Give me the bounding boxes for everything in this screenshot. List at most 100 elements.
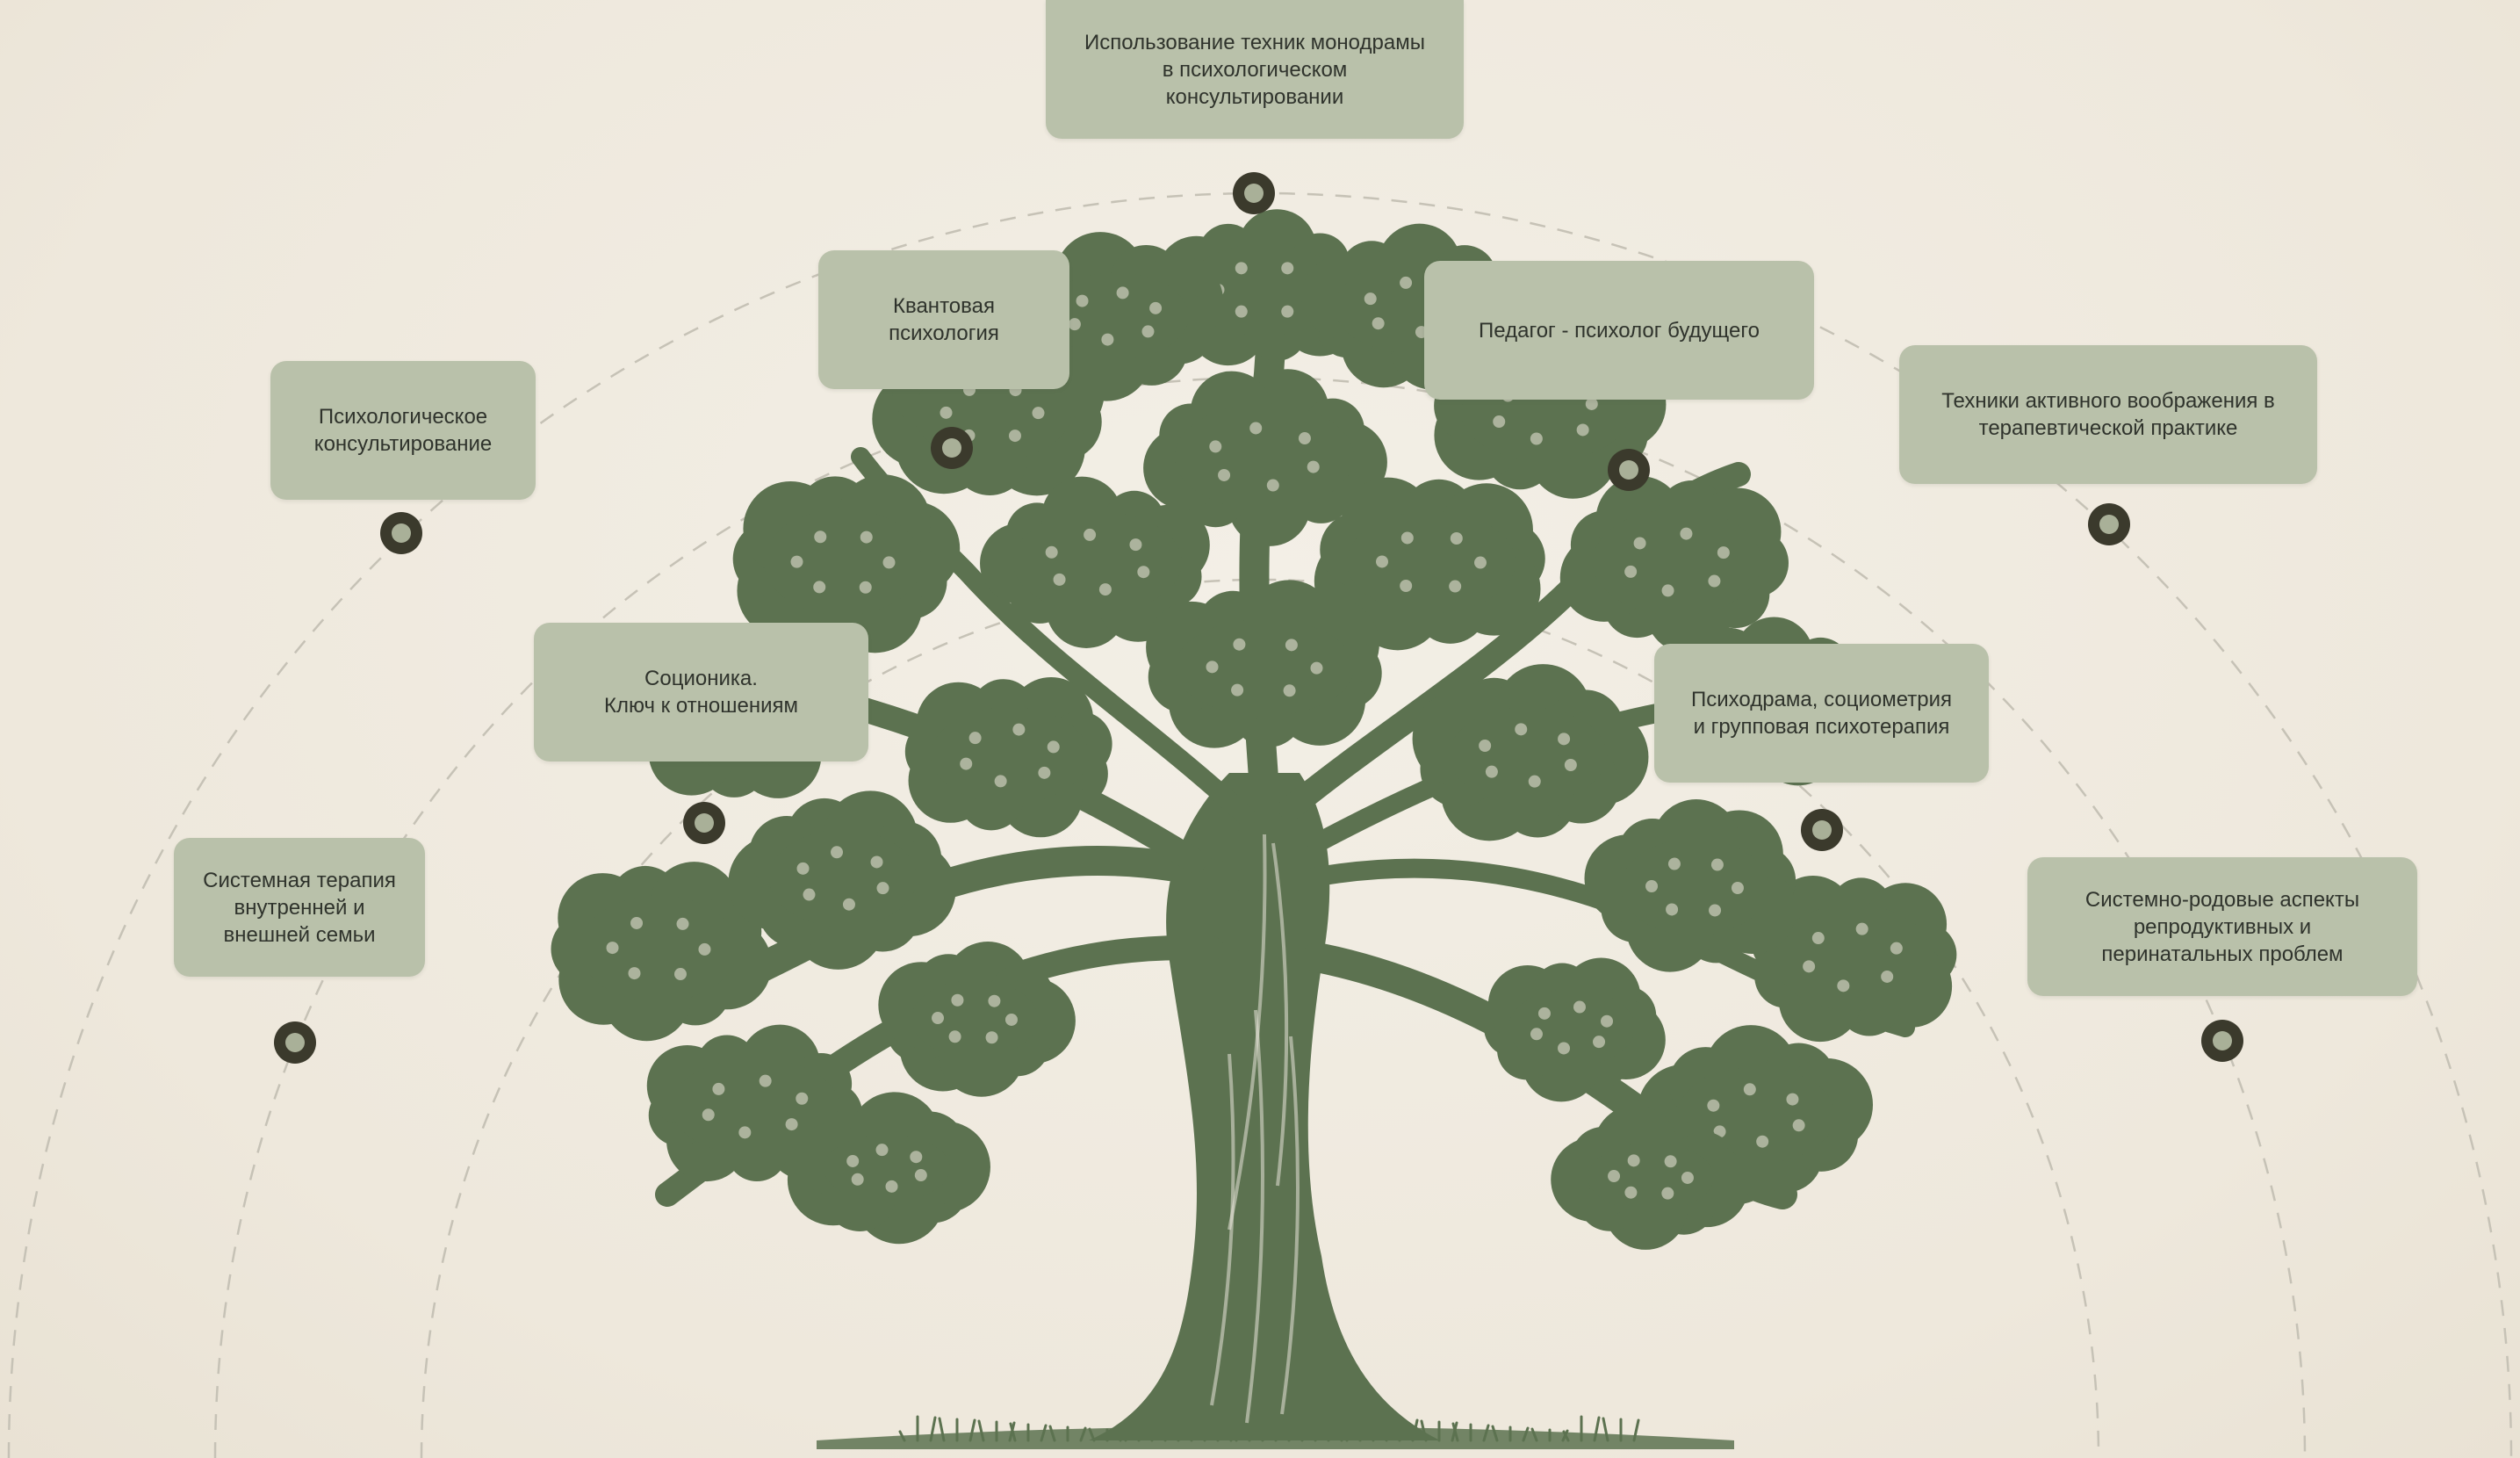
leaf-highlight <box>1283 684 1296 697</box>
leaf-highlight <box>1004 1013 1018 1026</box>
leaf-highlight <box>1008 429 1021 443</box>
leaf-highlight <box>1811 932 1825 945</box>
leaf-highlight <box>994 775 1007 788</box>
leaf-highlight <box>1479 740 1492 753</box>
leaf-highlight <box>910 1151 923 1164</box>
leaf-highlight <box>628 967 641 980</box>
leaf-highlight <box>1141 325 1155 338</box>
leaf-core <box>1508 989 1635 1066</box>
node-card-socionics[interactable]: Соционика. Ключ к отношениям <box>534 623 868 761</box>
node-dot-psychological-counseling[interactable] <box>380 512 422 554</box>
node-card-psychodrama[interactable]: Психодрама, социометрия и групповая псих… <box>1654 644 1989 783</box>
node-card-family-systems[interactable]: Системная терапия внутренней и внешней с… <box>174 838 425 977</box>
leaf-highlight <box>932 1012 945 1025</box>
leaf-highlight <box>1400 580 1413 593</box>
grass-blade <box>1522 1426 1530 1442</box>
leaf-highlight <box>712 1082 725 1095</box>
leaf-highlight <box>1266 479 1279 492</box>
grass-blade <box>968 1418 976 1442</box>
node-dot-active-imagination[interactable] <box>2088 503 2130 545</box>
node-card-psychological-counseling[interactable]: Психологическое консультирование <box>270 361 536 500</box>
leaf-highlight <box>1593 1036 1606 1049</box>
node-card-reproductive-aspects[interactable]: Системно-родовые аспекты репродуктивных … <box>2027 857 2417 996</box>
foliage-cluster <box>1584 799 1796 972</box>
leaf-highlight <box>1310 661 1323 675</box>
leaf-highlight <box>1707 1099 1720 1112</box>
leaf-highlight <box>738 1126 752 1139</box>
leaf-highlight <box>1012 723 1026 736</box>
node-dot-psychodrama[interactable] <box>1801 809 1843 851</box>
leaf-highlight <box>1400 276 1413 289</box>
leaf-core <box>580 895 738 1002</box>
leaf-highlight <box>988 994 1001 1007</box>
leaf-highlight <box>1667 857 1681 870</box>
leaf-highlight <box>698 942 711 956</box>
node-dot-family-systems[interactable] <box>274 1021 316 1064</box>
leaf-highlight <box>1530 432 1543 445</box>
leaf-highlight <box>1585 397 1598 410</box>
leaf-highlight <box>1558 733 1571 746</box>
trunk-texture <box>1271 842 1289 1187</box>
leaf-highlight <box>1450 531 1463 545</box>
leaf-highlight <box>702 1108 715 1122</box>
leaf-highlight <box>842 898 855 911</box>
leaf-highlight <box>1743 1083 1756 1096</box>
leaf-highlight <box>1485 765 1498 778</box>
node-dot-teacher-psychologist[interactable] <box>1608 449 1650 491</box>
foliage-cluster <box>1143 369 1387 546</box>
leaf-highlight <box>1837 979 1850 992</box>
leaf-highlight <box>846 1154 860 1167</box>
leaf-highlight <box>1137 566 1150 579</box>
leaf-core <box>931 707 1089 804</box>
leaf-highlight <box>1372 317 1385 330</box>
node-card-monodrama[interactable]: Использование техник монодрамы в психоло… <box>1046 0 1464 139</box>
node-card-quantum-psychology[interactable]: Квантовая психология <box>818 250 1069 389</box>
node-card-active-imagination[interactable]: Техники активного воображения в терапевт… <box>1899 345 2317 484</box>
grass-blade <box>929 1416 937 1442</box>
node-card-teacher-psychologist[interactable]: Педагог - психолог будущего <box>1424 261 1814 400</box>
leaf-highlight <box>1045 545 1058 559</box>
leaf-highlight <box>1281 262 1294 275</box>
trunk-texture <box>1210 1053 1235 1406</box>
foliage-cluster <box>728 790 956 970</box>
leaf-highlight <box>831 846 844 859</box>
leaf-highlight <box>1528 775 1541 788</box>
leaf-highlight <box>1666 903 1679 916</box>
leaf-highlight <box>1890 942 1903 955</box>
leaf-highlight <box>882 556 896 569</box>
foliage-cluster <box>1484 957 1666 1102</box>
leaf-highlight <box>870 855 883 869</box>
leaf-highlight <box>885 1180 898 1193</box>
leaf-highlight <box>1564 758 1577 771</box>
leaf-highlight <box>785 1118 798 1131</box>
leaf-highlight <box>1515 723 1528 736</box>
leaf-highlight <box>1084 528 1097 541</box>
leaf-highlight <box>1731 882 1744 895</box>
grass-blade <box>1593 1416 1601 1442</box>
leaf-highlight <box>1608 1170 1621 1183</box>
leaf-highlight <box>813 581 826 594</box>
leaf-highlight <box>1473 556 1487 569</box>
node-dot-quantum-psychology[interactable] <box>931 427 973 469</box>
leaf-highlight <box>673 968 687 981</box>
foliage-cluster <box>878 942 1076 1097</box>
leaf-highlight <box>1149 301 1163 314</box>
leaf-highlight <box>1068 318 1081 331</box>
grass-blade <box>1491 1425 1499 1442</box>
grass-blade <box>1530 1427 1538 1442</box>
node-dot-reproductive-aspects[interactable] <box>2201 1020 2243 1062</box>
grass-blade <box>1079 1426 1087 1442</box>
leaf-highlight <box>1756 1135 1769 1148</box>
leaf-core <box>1175 403 1354 510</box>
leaf-highlight <box>851 1173 864 1186</box>
node-dot-socionics[interactable] <box>683 802 725 844</box>
leaf-highlight <box>1235 262 1248 275</box>
leaf-highlight <box>1717 546 1730 559</box>
tree-illustration-icon <box>551 209 1957 1449</box>
foliage-cluster <box>551 862 772 1042</box>
node-dot-monodrama[interactable] <box>1233 172 1275 214</box>
grass-blade <box>1632 1418 1640 1442</box>
leaf-highlight <box>1627 1154 1640 1167</box>
leaf-highlight <box>1281 305 1294 318</box>
